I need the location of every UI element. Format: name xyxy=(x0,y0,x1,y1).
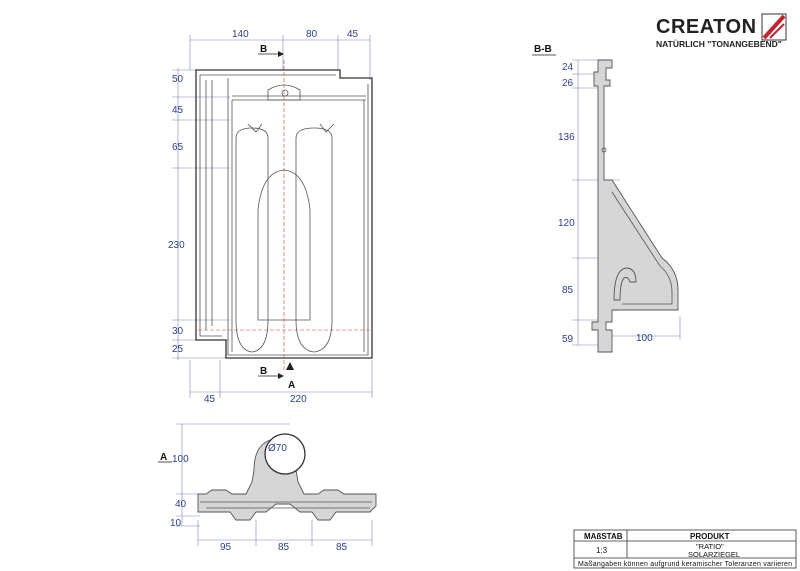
section-a-label: A xyxy=(160,452,167,463)
section-marker-b-top: B xyxy=(260,44,267,55)
dim-top-80: 80 xyxy=(306,29,318,40)
a-dim-85-1: 85 xyxy=(278,542,290,553)
a-dim-95: 95 xyxy=(220,542,232,553)
dim-bottom-220: 220 xyxy=(290,394,307,405)
dim-left-230: 230 xyxy=(168,240,185,251)
product-header: PRODUKT xyxy=(690,532,730,541)
bb-dim-136: 136 xyxy=(558,132,575,143)
product-name: "RATIO" xyxy=(696,542,724,551)
a-dim-100: 100 xyxy=(172,454,189,465)
bb-dim-24: 24 xyxy=(562,62,574,73)
a-dim-10: 10 xyxy=(170,518,182,529)
dim-bottom-45: 45 xyxy=(204,394,216,405)
tolerance-disclaimer: Maßangaben können aufgrund keramischer T… xyxy=(578,561,792,568)
scale-value: 1:3 xyxy=(596,546,608,555)
section-marker-a: A xyxy=(288,380,295,391)
bb-dim-85: 85 xyxy=(562,285,574,296)
top-view: 140 80 45 50 45 65 230 30 25 45 220 B B … xyxy=(168,29,373,405)
dim-left-25: 25 xyxy=(172,344,184,355)
bb-dim-59: 59 xyxy=(562,334,574,345)
bb-dim-26: 26 xyxy=(562,78,574,89)
section-bb-title: B-B xyxy=(534,44,552,55)
dim-top-140: 140 xyxy=(232,29,249,40)
dim-left-65: 65 xyxy=(172,142,184,153)
a-dim-85-2: 85 xyxy=(336,542,348,553)
dim-left-45: 45 xyxy=(172,105,184,116)
section-bb-view: B-B 24 26 136 120 85 59 100 xyxy=(532,44,681,353)
product-type: SOLARZIEGEL xyxy=(688,550,740,559)
dim-left-50: 50 xyxy=(172,74,184,85)
section-a-view: A Ø70 100 40 10 95 85 85 xyxy=(158,423,377,553)
brand-logo-text: CREATON xyxy=(656,16,757,38)
bb-dim-120: 120 xyxy=(558,218,575,229)
dim-top-45: 45 xyxy=(347,29,359,40)
section-a-diameter: Ø70 xyxy=(268,443,287,454)
bb-dim-100: 100 xyxy=(636,333,653,344)
section-marker-b-bottom: B xyxy=(260,366,267,377)
creaton-logo-icon xyxy=(761,13,787,41)
brand-tagline: NATÜRLICH "TONANGEBEND" xyxy=(656,39,782,49)
dim-left-30: 30 xyxy=(172,326,184,337)
title-block: MAßSTAB 1:3 PRODUKT "RATIO" SOLARZIEGEL … xyxy=(573,529,797,569)
a-dim-40: 40 xyxy=(175,499,187,510)
scale-header: MAßSTAB xyxy=(584,532,623,541)
